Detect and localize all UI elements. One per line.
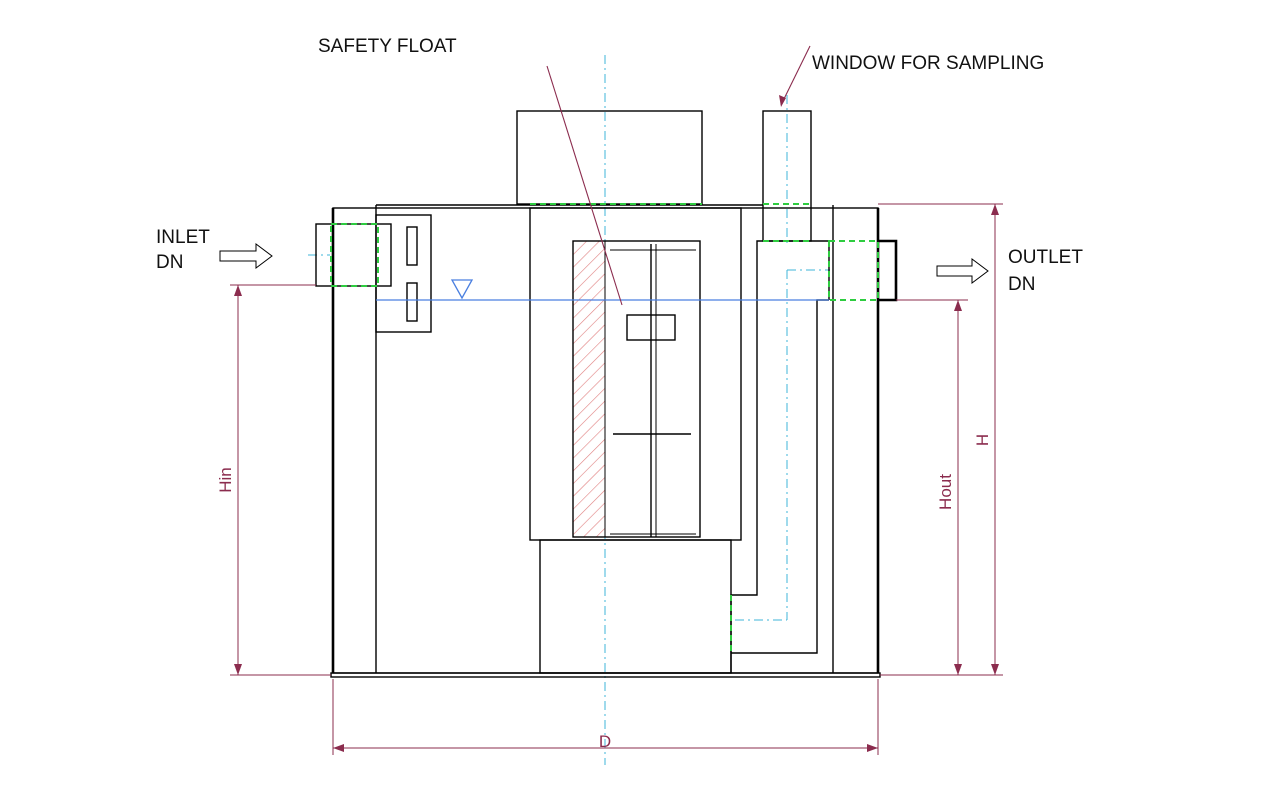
hout-label: Hout (936, 474, 955, 510)
dimensions (230, 203, 1003, 755)
outlet-arrow-icon (936, 258, 989, 284)
filter-media (572, 240, 606, 538)
d-label: D (599, 732, 611, 751)
sampling-window-arrowhead (779, 95, 786, 107)
inlet-label: INLET (156, 227, 210, 248)
chamber-support (539, 539, 732, 674)
top-cover (516, 110, 741, 206)
inlet-deflector (375, 214, 432, 333)
safety-float-label: SAFETY FLOAT (318, 36, 457, 57)
water-level-symbol (450, 279, 474, 300)
sampling-window-leader (780, 45, 811, 106)
outlet-dn-label: DN (1008, 274, 1035, 295)
h-label: H (973, 434, 992, 446)
outlet-assembly (730, 110, 898, 673)
outlet-label: OUTLET (1008, 247, 1083, 268)
coalescing-chamber (529, 207, 742, 674)
dashed-connections (330, 203, 879, 653)
hin-label: Hin (216, 467, 235, 493)
water-level (376, 279, 829, 301)
safety-float-leader (546, 65, 623, 306)
window-sampling-label: WINDOW FOR SAMPLING (812, 53, 1044, 74)
centerlines (308, 55, 830, 765)
float-cage (572, 240, 701, 538)
inlet-dn-label: DN (156, 252, 183, 273)
safety-float-body (626, 314, 676, 341)
inlet-arrow-icon (219, 243, 273, 269)
access-shaft (516, 110, 703, 205)
leaders (546, 45, 811, 306)
chamber-housing (529, 207, 742, 541)
